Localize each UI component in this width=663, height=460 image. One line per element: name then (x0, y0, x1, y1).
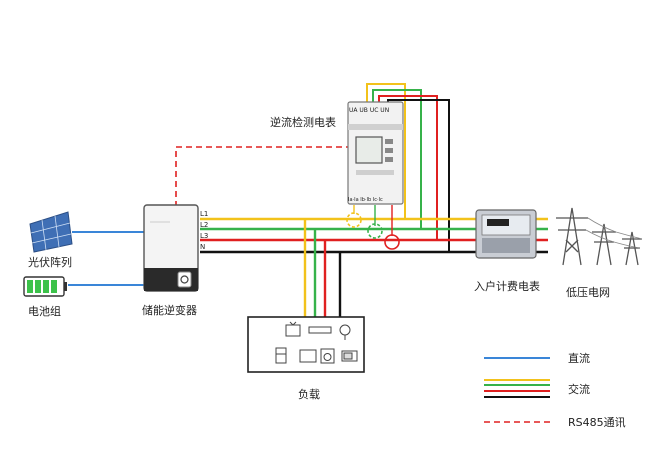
meter-voltage-terminals: UA UB UC UN (349, 107, 389, 114)
pv-array-icon (29, 211, 73, 253)
meter-ua-wire (366, 83, 406, 219)
tag-l2: L2 (200, 221, 208, 229)
battery-label: 电池组 (28, 304, 61, 318)
load-appliance-icons (275, 321, 358, 364)
legend-rs485-label: RS485通讯 (568, 416, 626, 429)
legend-ac-label: 交流 (568, 382, 590, 396)
grid-meter-icon (475, 209, 537, 259)
ct-a (346, 212, 362, 228)
ac-bus (200, 217, 548, 317)
tv-icon (285, 324, 301, 337)
legend-dc-label: 直流 (568, 351, 590, 365)
meter-title: 逆流检测电表 (270, 115, 336, 129)
reverse-flow-meter-icon (347, 101, 404, 205)
air-conditioner-icon (308, 326, 332, 334)
meter-ct-terminals: Ia·Ia Ib·Ib Ic·Ic (348, 197, 383, 203)
inverter-icon (143, 204, 199, 292)
ct-leads (353, 205, 393, 236)
refrigerator-icon (275, 347, 287, 364)
battery-icon (23, 276, 67, 297)
meter-ub-wire (372, 89, 422, 228)
tag-l1: L1 (200, 210, 208, 218)
grid-meter-label: 入户计费电表 (474, 279, 540, 293)
load-label: 负载 (298, 387, 320, 401)
stove-icon (299, 349, 317, 363)
ct-c (384, 234, 400, 250)
meter-un-wire (387, 99, 450, 252)
inverter-label: 储能逆变器 (142, 303, 197, 317)
transmission-tower-icon (556, 207, 643, 266)
fan-icon (339, 324, 351, 336)
current-transformers (346, 212, 400, 250)
meter-voltage-wiring (366, 83, 450, 252)
rs485-link (175, 146, 350, 207)
ct-b (367, 223, 383, 239)
legend: 直流 交流 RS485通讯 (484, 351, 626, 429)
tag-l3: L3 (200, 232, 208, 240)
meter-uc-wire (378, 95, 438, 240)
pv-array-label: 光伏阵列 (28, 255, 72, 269)
grid-label: 低压电网 (566, 286, 610, 299)
tag-n: N (200, 243, 205, 251)
